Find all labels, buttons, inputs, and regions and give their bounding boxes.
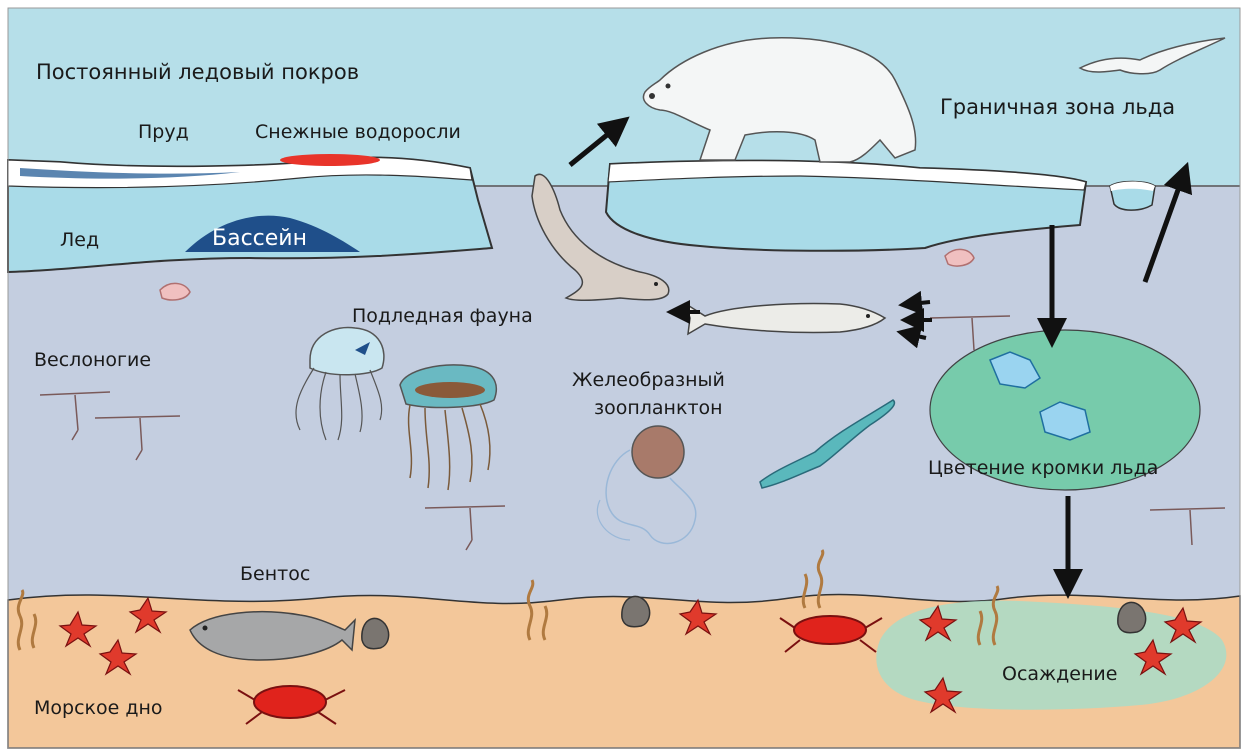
bivalve-icon [362,618,389,648]
label-permanent-ice: Постоянный ледовый покров [36,60,359,84]
label-benthos: Бентос [240,564,310,586]
snow-algae-patch [280,154,380,166]
label-ice: Лед [60,230,99,252]
label-ice-edge-bloom: Цветение кромки льда [928,458,1158,480]
label-marginal-ice-zone: Граничная зона льда [940,95,1175,119]
label-under-ice-fauna: Подледная фауна [352,306,533,328]
label-basin: Бассейн [212,226,307,251]
label-snow-algae: Снежные водоросли [255,122,461,144]
label-sedimentation: Осаждение [1002,664,1117,686]
amphipod-icon [160,283,190,300]
arrow-icon [910,302,930,304]
label-gelatinous-line1: Желеобразный [572,370,725,392]
label-pond: Пруд [138,122,189,144]
label-seafloor: Морское дно [34,698,163,720]
bivalve-icon [1118,602,1146,632]
amphipod-icon [945,249,974,266]
bivalve-icon [622,596,650,626]
label-gelatinous-line2: зоопланктон [594,398,723,420]
label-copepods: Веслоногие [34,350,151,372]
